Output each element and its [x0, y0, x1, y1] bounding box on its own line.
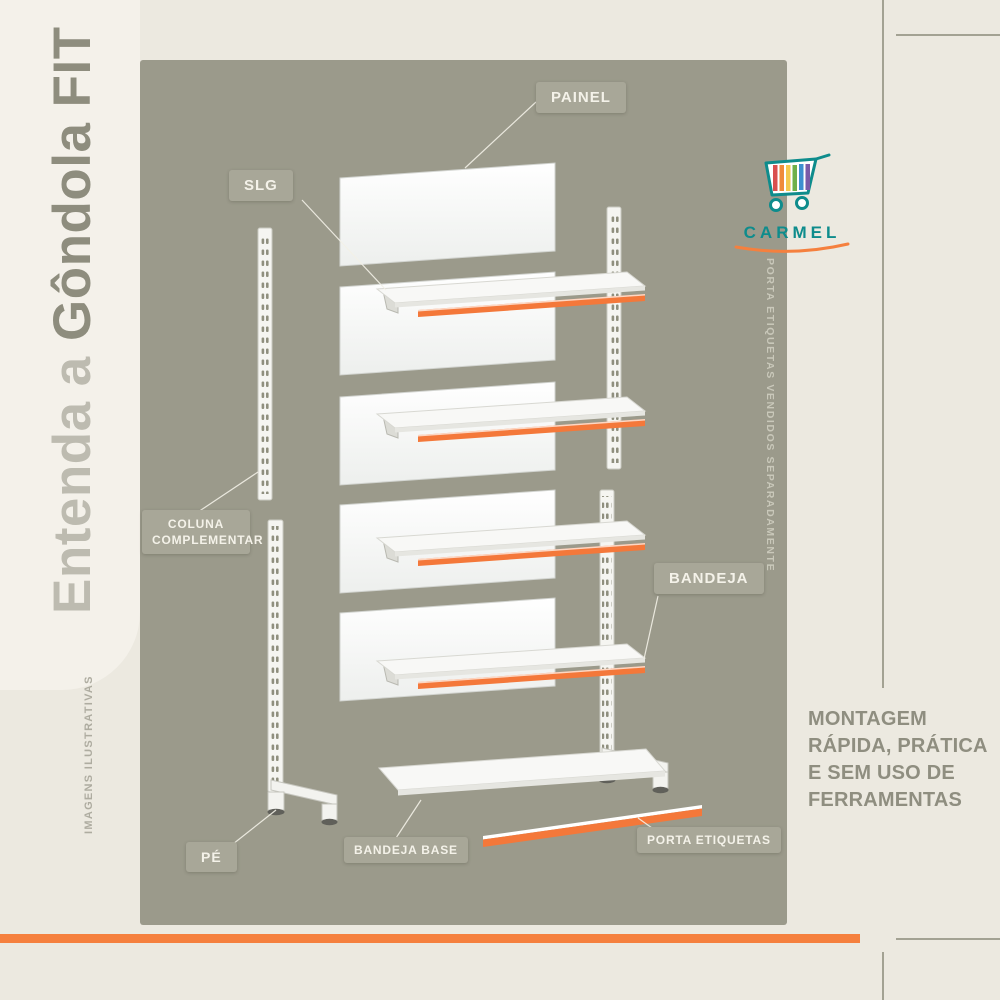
assembly-claim-line: RÁPIDA, PRÁTICA — [808, 735, 988, 757]
callout-porta-etiquetas — [637, 817, 653, 829]
columns — [257, 206, 622, 793]
complementary-column-left — [257, 227, 273, 501]
price-strip — [418, 543, 645, 566]
illustrative-images-note: IMAGENS ILUSTRATIVAS — [83, 675, 95, 834]
exploded-diagram — [197, 101, 702, 847]
right-vertical-rule — [882, 0, 884, 688]
shelf-1 — [375, 271, 647, 317]
label-painel: PAINEL — [536, 82, 626, 113]
top-right-rule — [896, 34, 1000, 36]
base-column-left — [267, 519, 284, 793]
label-pe: PÉ — [186, 842, 237, 872]
brand-logo: CARMEL — [724, 150, 860, 257]
callout-painel — [464, 101, 537, 169]
price-strip — [418, 294, 645, 317]
page-title-light: Entenda a — [43, 356, 102, 614]
callout-lines — [197, 101, 659, 845]
base-shelf — [377, 748, 667, 796]
price-strip — [418, 419, 645, 442]
callout-bandeja-base — [395, 799, 422, 839]
back-panels — [339, 162, 556, 702]
shelf-2 — [375, 396, 647, 442]
shopping-cart-icon — [764, 153, 831, 212]
shelf-3 — [375, 520, 647, 566]
label-bandeja: BANDEJA — [654, 563, 764, 594]
loose-price-strip — [483, 805, 702, 847]
price-strip — [418, 666, 645, 689]
label-porta-etiquetas: PORTA ETIQUETAS — [637, 827, 781, 853]
bottom-right-vertical-rule — [882, 952, 884, 1000]
complementary-column-mid — [606, 206, 622, 470]
brand-swoosh — [734, 242, 850, 253]
bottom-right-rule — [896, 938, 1000, 940]
back-panel — [339, 162, 556, 267]
cart-stripes — [773, 164, 810, 191]
shelf-4 — [375, 643, 647, 689]
assembly-claim-line: E SEM USO DE — [808, 762, 955, 784]
callout-bandeja — [643, 595, 659, 660]
callout-coluna — [197, 471, 259, 513]
left-side-panel — [0, 0, 140, 690]
sold-separately-note: PORTA ETIQUETAS VENDIDOS SEPARADAMENTE — [764, 258, 776, 573]
assembly-claim-line: FERRAMENTAS — [808, 789, 963, 811]
foot-left — [267, 779, 338, 826]
assembly-claim: MONTAGEM RÁPIDA, PRÁTICA E SEM USO DE FE… — [808, 706, 993, 814]
bottom-orange-bar — [0, 934, 860, 943]
diagram-stage — [140, 60, 787, 925]
callout-pe — [232, 809, 277, 845]
label-coluna-complementar: COLUNA COMPLEMENTAR — [142, 510, 263, 555]
label-bandeja-base: BANDEJA BASE — [344, 837, 468, 863]
brand-name: CARMEL — [743, 223, 841, 242]
callout-slg — [301, 199, 387, 291]
page-title: Entenda a Gôndola FIT — [42, 26, 103, 614]
label-slg: SLG — [229, 170, 293, 201]
page-title-bold: Gôndola FIT — [43, 26, 102, 341]
assembly-claim-line: MONTAGEM — [808, 708, 927, 730]
